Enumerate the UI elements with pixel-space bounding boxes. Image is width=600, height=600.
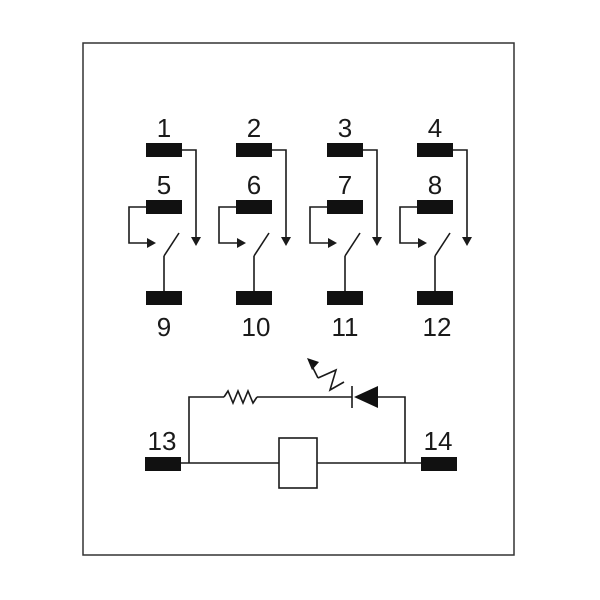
pin-pad-13 — [145, 457, 181, 471]
pin-pad-12 — [417, 291, 453, 305]
pin-pad-3 — [327, 143, 363, 157]
pin-label-4: 4 — [428, 113, 442, 143]
switch-blade-3 — [344, 232, 361, 257]
indicator-wire-right — [378, 396, 406, 463]
pin-pad-11 — [327, 291, 363, 305]
no-wire-2 — [218, 206, 242, 244]
pin-pad-5 — [146, 200, 182, 214]
pin-pad-8 — [417, 200, 453, 214]
nc-wire-3 — [363, 149, 378, 243]
no-arrow-3 — [328, 238, 337, 248]
switch-blade-4 — [434, 232, 451, 257]
nc-arrow-4 — [462, 237, 472, 246]
pin-label-6: 6 — [247, 170, 261, 200]
no-arrow-1 — [147, 238, 156, 248]
pin-label-5: 5 — [157, 170, 171, 200]
nc-arrow-1 — [191, 237, 201, 246]
pin-label-10: 10 — [242, 312, 271, 342]
no-arrow-2 — [237, 238, 246, 248]
pin-pad-4 — [417, 143, 453, 157]
contact-group-2: 2 6 10 — [218, 113, 291, 342]
pin-pad-7 — [327, 200, 363, 214]
pin-label-9: 9 — [157, 312, 171, 342]
pin-pad-9 — [146, 291, 182, 305]
pin-pad-10 — [236, 291, 272, 305]
coil-icon — [278, 437, 318, 489]
nc-wire-4 — [453, 149, 468, 243]
contact-group-3: 3 7 11 — [309, 113, 382, 342]
no-wire-3 — [309, 206, 333, 244]
switch-blade-1 — [163, 232, 180, 257]
pin-label-14: 14 — [424, 426, 453, 456]
pin-pad-1 — [146, 143, 182, 157]
contact-group-4: 4 8 12 — [399, 113, 472, 342]
no-wire-1 — [128, 206, 152, 244]
pin-label-2: 2 — [247, 113, 261, 143]
indicator-wire-left — [188, 396, 224, 463]
contact-group-1: 1 5 9 — [128, 113, 201, 342]
pin-label-7: 7 — [338, 170, 352, 200]
nc-arrow-2 — [281, 237, 291, 246]
pin-label-11: 11 — [332, 312, 359, 342]
nc-wire-2 — [272, 149, 287, 243]
pin-pad-6 — [236, 200, 272, 214]
resistor-icon — [223, 388, 258, 406]
pin-pad-2 — [236, 143, 272, 157]
pin-pad-14 — [421, 457, 457, 471]
switch-blade-2 — [253, 232, 270, 257]
pin-label-3: 3 — [338, 113, 352, 143]
nc-wire-1 — [182, 149, 197, 243]
no-wire-4 — [399, 206, 423, 244]
coil-circuit: 13 14 — [145, 358, 457, 489]
no-arrow-4 — [418, 238, 427, 248]
pin-label-1: 1 — [157, 113, 171, 143]
nc-arrow-3 — [372, 237, 382, 246]
pin-label-8: 8 — [428, 170, 442, 200]
led-icon — [307, 358, 378, 408]
pin-label-13: 13 — [148, 426, 177, 456]
pin-label-12: 12 — [423, 312, 452, 342]
